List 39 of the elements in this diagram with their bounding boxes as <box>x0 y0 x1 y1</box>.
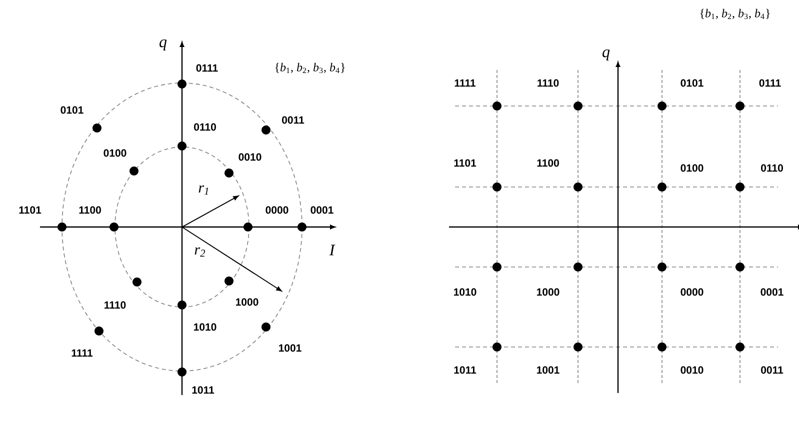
point-label: 1111 <box>454 79 476 87</box>
point-label: 1011 <box>192 386 214 394</box>
point-label: 0110 <box>194 123 216 131</box>
point-label: 0111 <box>196 64 218 72</box>
point-label: 0001 <box>310 206 334 214</box>
bit-order-label: {b$_{1}$, b$_{2}$, b$_{3}$, b$_{4}$} <box>275 62 345 74</box>
point-label: 1100 <box>79 206 101 214</box>
point-label: 0010 <box>680 366 704 374</box>
vector-label: r$_{1}$ <box>198 185 208 195</box>
point-label: 1001 <box>537 366 560 374</box>
point-label: 1100 <box>537 159 559 167</box>
point-label: 1010 <box>194 323 216 331</box>
point-label: 1101 <box>19 206 42 214</box>
axis-label: q <box>602 50 610 60</box>
point-label: 0101 <box>680 79 704 87</box>
point-label: 0010 <box>238 153 262 161</box>
point-label: 1000 <box>236 298 258 306</box>
point-label: 1010 <box>454 288 476 296</box>
point-label: 0000 <box>680 288 704 296</box>
point-label: 0001 <box>760 288 784 296</box>
point-label: 0100 <box>680 164 704 172</box>
point-label: 0111 <box>759 79 781 87</box>
point-label: 1110 <box>104 301 126 309</box>
point-label: 0011 <box>282 116 304 124</box>
point-label: 0101 <box>60 106 84 114</box>
point-label: 0000 <box>266 206 288 214</box>
bit-order-label: {b$_{1}$, b$_{2}$, b$_{3}$, b$_{4}$} <box>700 8 770 20</box>
point-label: 1000 <box>537 288 560 296</box>
point-label: 1011 <box>454 366 476 374</box>
axis-label: q <box>160 40 167 50</box>
axis-label: I <box>329 244 336 256</box>
point-label: 0011 <box>761 366 784 374</box>
point-label: 0110 <box>761 164 783 172</box>
point-label: 1101 <box>454 159 476 167</box>
point-label: 1111 <box>72 349 92 357</box>
vector-label: r$_{2}$ <box>194 247 206 257</box>
point-label: 0100 <box>104 149 126 157</box>
point-label: 1110 <box>538 79 559 87</box>
point-label: 1001 <box>278 344 302 352</box>
